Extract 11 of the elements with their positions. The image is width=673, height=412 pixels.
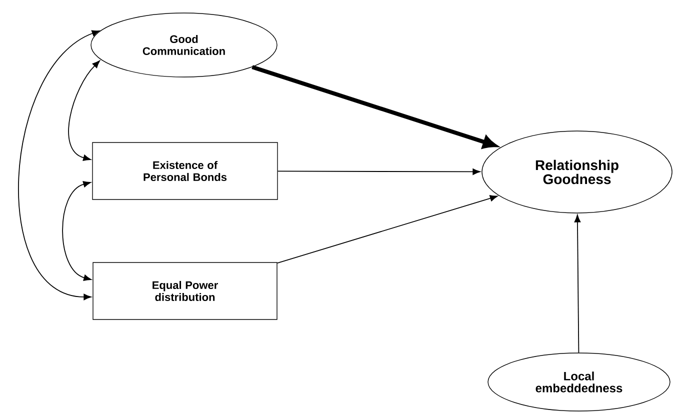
arrow: [18, 30, 100, 300]
arrow: [574, 214, 581, 354]
ellipse-node: Good Communication: [90, 12, 278, 78]
ellipse-node: Local embeddedness: [488, 352, 670, 412]
arrow: [68, 60, 100, 161]
arrow: [62, 181, 92, 281]
ellipse-node: Relationship Goodness: [482, 130, 672, 214]
process-box: Existence of Personal Bonds: [92, 142, 278, 200]
arrow: [276, 195, 498, 264]
arrow: [277, 168, 480, 175]
process-box: Equal Power distribution: [92, 262, 278, 320]
